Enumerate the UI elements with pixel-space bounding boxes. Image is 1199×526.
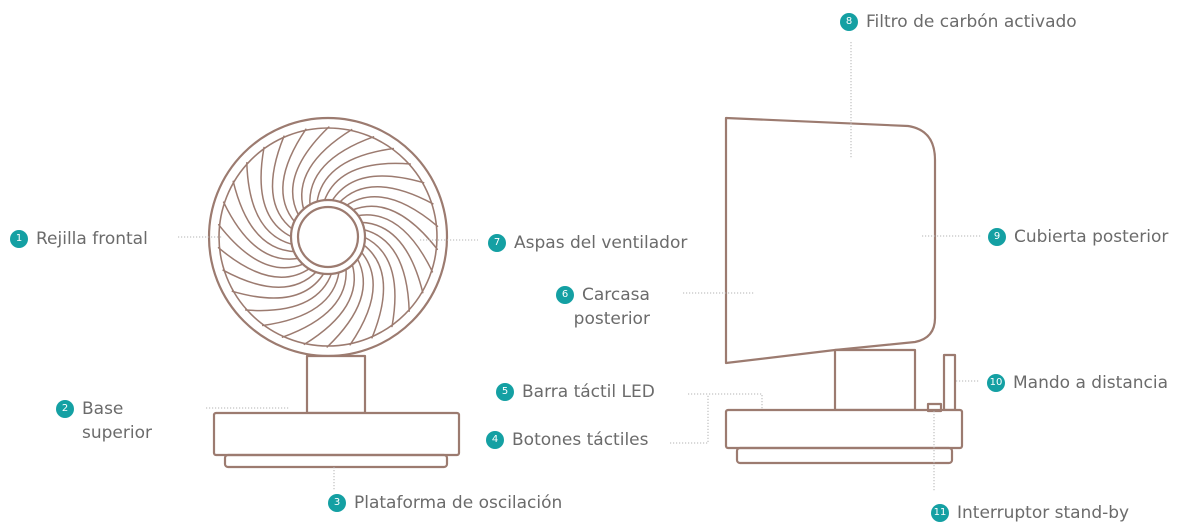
callout-number-badge: 8 xyxy=(840,13,858,31)
fan-blade-spokes xyxy=(217,126,439,348)
callout-aspas-ventilador: 7 Aspas del ventilador xyxy=(488,231,687,255)
callout-label-line1: Carcasa xyxy=(582,285,650,305)
leader-botones-tactiles xyxy=(670,395,709,444)
callout-label-line2: superior xyxy=(82,423,152,443)
fan-blade-spoke xyxy=(360,221,424,294)
fan-blade-spoke xyxy=(345,196,439,228)
callout-carcasa-posterior: 6 Carcasa posterior xyxy=(556,283,650,331)
callout-label: Filtro de carbón activado xyxy=(866,12,1077,32)
front-upper-base xyxy=(212,411,461,457)
callout-number-badge: 6 xyxy=(556,286,574,304)
fan-blade-spoke xyxy=(309,136,375,207)
front-stand-neck xyxy=(305,354,367,415)
fan-blade-spoke xyxy=(271,135,294,231)
side-remote-control xyxy=(942,353,957,412)
callout-filtro-carbon: 8 Filtro de carbón activado xyxy=(840,10,1077,34)
fan-blade-spoke xyxy=(232,180,296,253)
callout-rejilla-frontal: 1 Rejilla frontal xyxy=(10,227,148,251)
callout-number-badge: 1 xyxy=(10,230,28,248)
fan-blade-spoke xyxy=(349,250,374,346)
callout-number-badge: 4 xyxy=(486,431,504,449)
callout-label: Cubierta posterior xyxy=(1014,227,1169,247)
callout-number-badge: 3 xyxy=(328,494,346,512)
fan-blade-spoke xyxy=(300,128,353,211)
side-standby-switch xyxy=(926,402,943,413)
fan-blade-spoke xyxy=(316,147,395,204)
fan-blade-spoke xyxy=(231,272,325,299)
fan-blade-spoke xyxy=(291,126,330,217)
callout-label: Mando a distancia xyxy=(1013,373,1168,393)
fan-hub-outer xyxy=(289,198,367,276)
fan-hub-inner xyxy=(296,205,360,269)
front-view xyxy=(207,116,461,469)
callout-label: Barra táctil LED xyxy=(522,382,655,402)
fan-blade-spoke xyxy=(356,214,434,273)
side-stand-neck xyxy=(833,348,917,412)
fan-blade-spoke xyxy=(326,257,365,348)
fan-blade-spoke xyxy=(362,228,410,312)
side-rear-cover xyxy=(724,116,937,365)
fan-blade-spoke xyxy=(331,175,425,202)
callout-cubierta-posterior: 9 Cubierta posterior xyxy=(988,225,1168,249)
fan-blade-spoke xyxy=(261,270,340,327)
callout-number-badge: 2 xyxy=(56,400,74,418)
fan-blade-spoke xyxy=(338,186,434,205)
fan-blade-spoke xyxy=(244,272,333,312)
callout-plataforma-oscilacion: 3 Plataforma de oscilación xyxy=(328,491,562,515)
side-oscillation-platform xyxy=(735,446,954,465)
callout-label-line2: posterior xyxy=(573,309,650,329)
callout-label: Rejilla frontal xyxy=(36,229,148,249)
callout-number-badge: 7 xyxy=(488,234,506,252)
callout-number-badge: 5 xyxy=(496,383,514,401)
fan-blade-spoke xyxy=(363,236,396,328)
callout-label: Botones táctiles xyxy=(512,430,649,450)
fan-blade-spoke xyxy=(222,269,318,288)
fan-blade-spoke xyxy=(260,146,293,238)
front-oscillation-platform xyxy=(223,453,449,469)
callout-label-line1: Base xyxy=(82,399,124,419)
fan-blade-spoke xyxy=(351,205,439,251)
callout-interruptor-standby: 11 Interruptor stand-by xyxy=(931,501,1129,525)
callout-label: Plataforma de oscilación xyxy=(354,493,563,513)
callout-base-superior: 2 Base superior xyxy=(56,397,152,445)
callout-mando-distancia: 10 Mando a distancia xyxy=(987,371,1168,395)
callout-label: Aspas del ventilador xyxy=(514,233,688,253)
fan-blade-spoke xyxy=(303,263,356,346)
fan-blade-spoke xyxy=(217,246,311,278)
fan-blade-spoke xyxy=(362,243,385,339)
fan-blade-spoke xyxy=(222,201,300,260)
callout-number-badge: 9 xyxy=(988,228,1006,246)
callout-label: Interruptor stand-by xyxy=(957,503,1130,523)
fan-blade-spoke xyxy=(281,267,347,338)
fan-blade-spoke xyxy=(282,128,307,224)
callout-botones-tactiles: 4 Botones táctiles xyxy=(486,428,648,452)
callout-barra-tactil-led: 5 Barra táctil LED xyxy=(496,380,655,404)
side-upper-base xyxy=(724,408,964,450)
fan-blade-spoke xyxy=(217,223,305,269)
fan-blade-spoke xyxy=(246,162,294,246)
leader-barra-led xyxy=(688,393,763,410)
callout-number-badge: 10 xyxy=(987,374,1005,392)
fan-blade-spoke xyxy=(323,162,412,202)
leader-lines xyxy=(178,42,982,492)
callout-number-badge: 11 xyxy=(931,504,949,522)
side-view xyxy=(724,116,964,465)
